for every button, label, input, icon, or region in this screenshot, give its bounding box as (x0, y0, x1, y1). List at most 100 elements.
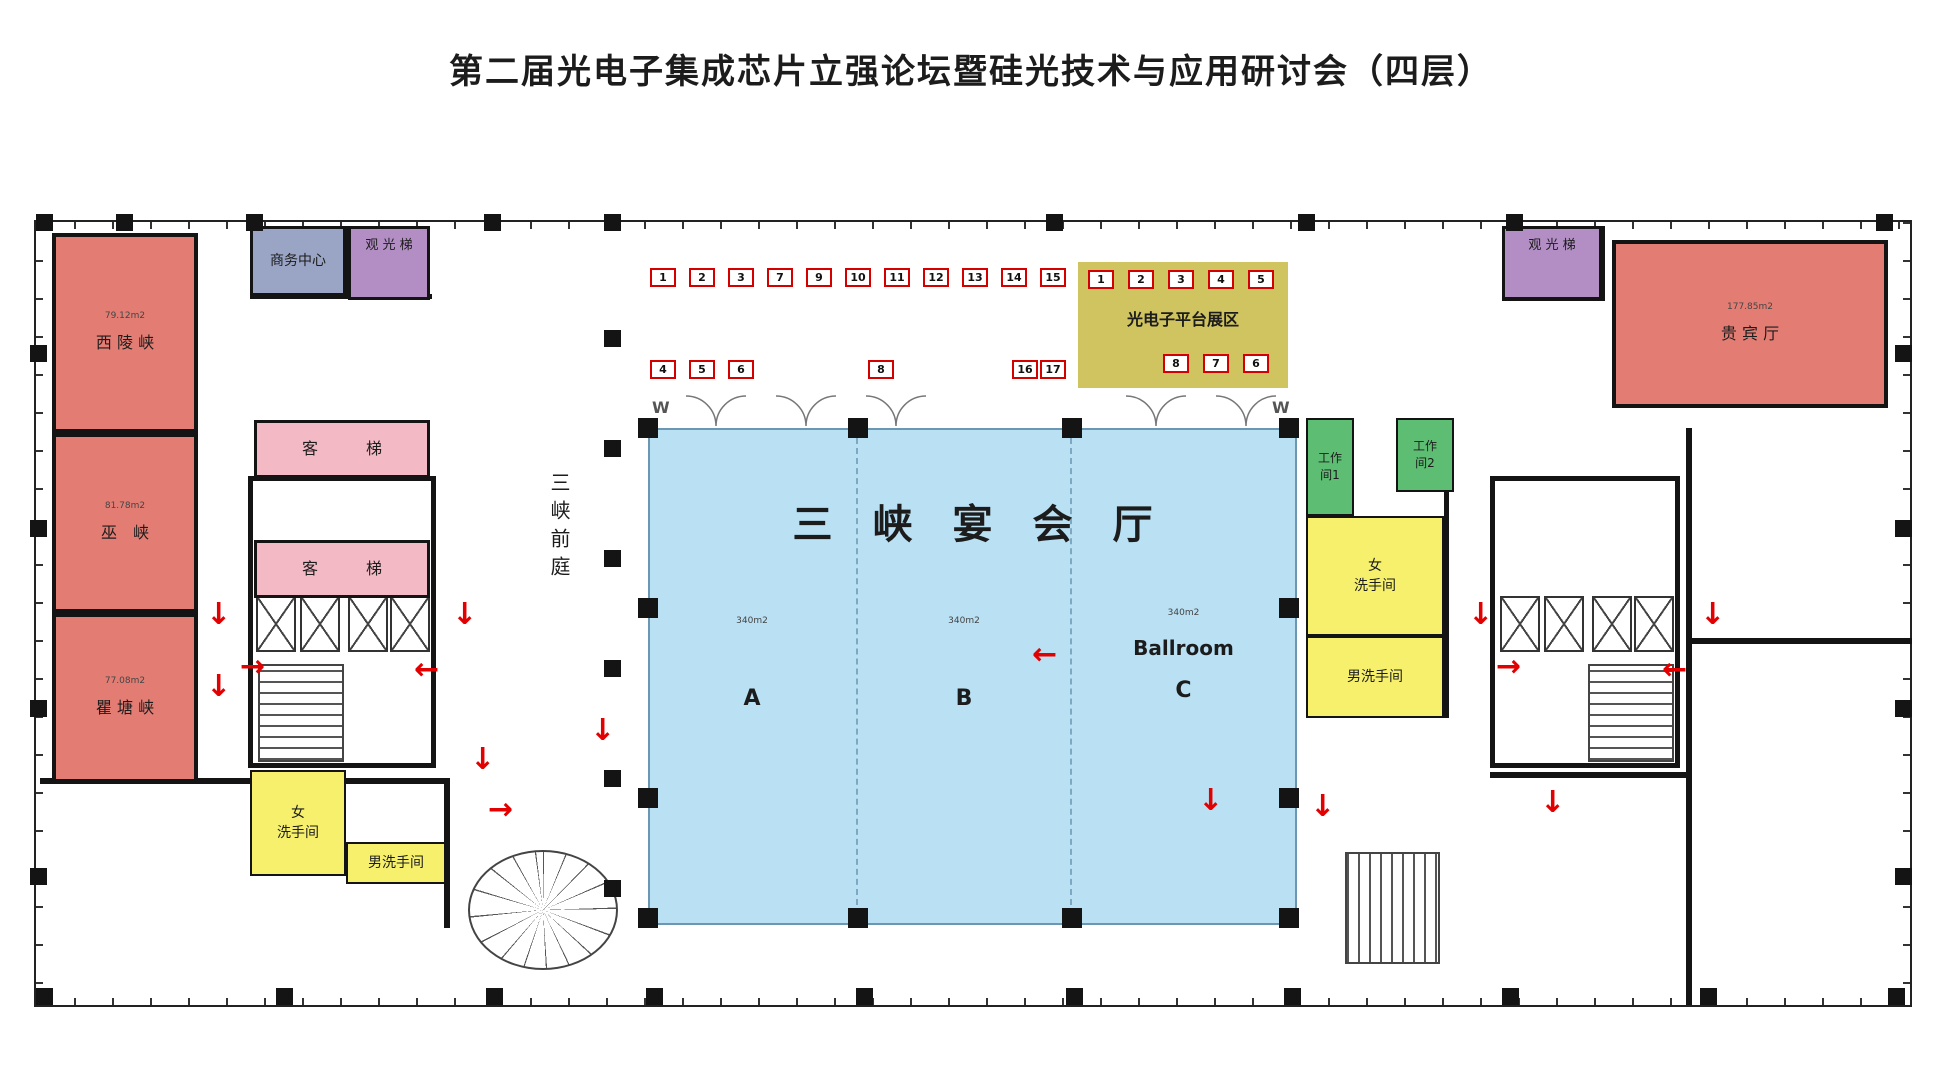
zone-booth-3: 3 (1168, 270, 1194, 289)
wall-segment (1600, 226, 1605, 300)
zone-booth-6: 6 (1243, 354, 1269, 373)
ballroom-title: 三 峡 宴 会 厅 (792, 502, 1153, 548)
wall-segment (1444, 418, 1449, 718)
wall-segment (40, 778, 448, 784)
column (604, 330, 621, 347)
column (1062, 418, 1082, 438)
wall-segment (1686, 428, 1692, 1005)
hall-booth-7: 7 (767, 268, 793, 287)
evacuation-arrow-left: ← (1662, 652, 1688, 687)
hall-booth-6: 6 (728, 360, 754, 379)
room-area: 79.12m2 (104, 311, 146, 322)
room-name: 贵 宾 厅 (1720, 324, 1780, 344)
hall-booth-9: 9 (806, 268, 832, 287)
evacuation-arrow-right: → (240, 649, 266, 684)
wall-segment (1490, 772, 1686, 778)
room-sightseeing-elevator-left: 观 光 梯 (348, 226, 430, 300)
hall-booth-1: 1 (650, 268, 676, 287)
elevator-shaft (300, 596, 340, 652)
room-name: 男洗手间 (1347, 668, 1403, 685)
room-guest-elevator-upper: 客 梯 (254, 420, 430, 478)
room-vip-hall: 177.85m2 贵 宾 厅 (1612, 240, 1888, 408)
elevator-shaft (256, 596, 296, 652)
column (246, 214, 263, 231)
room-name: 巫 峡 (100, 523, 149, 543)
column (604, 440, 621, 457)
column (1895, 868, 1912, 885)
wall-ticks-bottom (36, 998, 1910, 1005)
evacuation-arrow-right: → (1496, 649, 1522, 684)
evacuation-arrow-left: ← (1032, 637, 1058, 672)
stair-core-right (1588, 664, 1674, 762)
column (604, 770, 621, 787)
room-business-center: 商务中心 (250, 226, 346, 296)
room-area: 77.08m2 (104, 676, 146, 687)
evacuation-arrow-down: ↓ (1540, 785, 1566, 820)
room-mens-restroom-left: 男洗手间 (346, 842, 446, 884)
elevator-core-right-walls (1490, 476, 1680, 768)
evacuation-arrow-down: ↓ (1310, 789, 1336, 824)
room-sightseeing-elevator-right: 观 光 梯 (1502, 226, 1602, 300)
column (604, 550, 621, 567)
room-name: 客 梯 (301, 559, 382, 579)
column (1895, 520, 1912, 537)
column (856, 988, 873, 1005)
elevator-shaft (1634, 596, 1674, 652)
room-wu-gorge: 81.78m2 巫 峡 (52, 433, 198, 613)
column (1279, 908, 1299, 928)
column (1298, 214, 1315, 231)
evacuation-arrow-right: → (488, 792, 514, 827)
column (30, 345, 47, 362)
ballroom-divider (856, 428, 858, 925)
room-womens-restroom-right: 女 洗手间 (1306, 516, 1444, 636)
door-w-mark-right: W (1272, 398, 1290, 417)
ballroom-en-label: Ballroom (1133, 636, 1234, 660)
exhibit-zone-label: 光电子平台展区 (1126, 310, 1239, 329)
zone-booth-2: 2 (1128, 270, 1154, 289)
room-name: 工作 间1 (1317, 450, 1342, 482)
outer-wall (34, 220, 1912, 1007)
room-workroom-1: 工作 间1 (1306, 418, 1354, 516)
room-mens-restroom-right: 男洗手间 (1306, 636, 1444, 718)
room-area: 177.85m2 (1727, 302, 1773, 313)
hall-booth-5: 5 (689, 360, 715, 379)
column (638, 908, 658, 928)
column (276, 988, 293, 1005)
hall-booth-16: 16 (1012, 360, 1038, 379)
sanxia-foyer-label: 三峡前庭 (547, 472, 571, 584)
evacuation-arrow-down: ↓ (470, 742, 496, 777)
column (1876, 214, 1893, 231)
room-womens-restroom-left: 女 洗手间 (250, 770, 346, 876)
column (646, 988, 663, 1005)
column (1895, 700, 1912, 717)
column (1506, 214, 1523, 231)
room-name: 观 光 梯 (365, 238, 413, 253)
column (30, 868, 47, 885)
zone-booth-4: 4 (1208, 270, 1234, 289)
column (484, 214, 501, 231)
column (116, 214, 133, 231)
column (1046, 214, 1063, 231)
column (486, 988, 503, 1005)
column (1279, 598, 1299, 618)
column (30, 700, 47, 717)
room-qutang-gorge: 77.08m2 瞿 塘 峡 (52, 613, 198, 783)
stair-core-left (258, 664, 344, 762)
column (1502, 988, 1519, 1005)
room-name: 工作 间2 (1412, 438, 1437, 470)
evacuation-arrow-down: ↓ (1468, 597, 1494, 632)
evacuation-arrow-down: ↓ (206, 597, 232, 632)
hall-booth-17: 17 (1040, 360, 1066, 379)
column (1700, 988, 1717, 1005)
stair-right (1345, 852, 1440, 964)
section-b-area: 340m2 (948, 616, 980, 626)
ballroom-door-arcs (685, 395, 1277, 427)
elevator-shaft (1500, 596, 1540, 652)
elevator-shaft (1592, 596, 1632, 652)
column (30, 520, 47, 537)
column (1888, 988, 1905, 1005)
page-title: 第二届光电子集成芯片立强论坛暨硅光技术与应用研讨会（四层） (449, 52, 1493, 92)
wall-segment (250, 294, 432, 299)
column (1066, 988, 1083, 1005)
